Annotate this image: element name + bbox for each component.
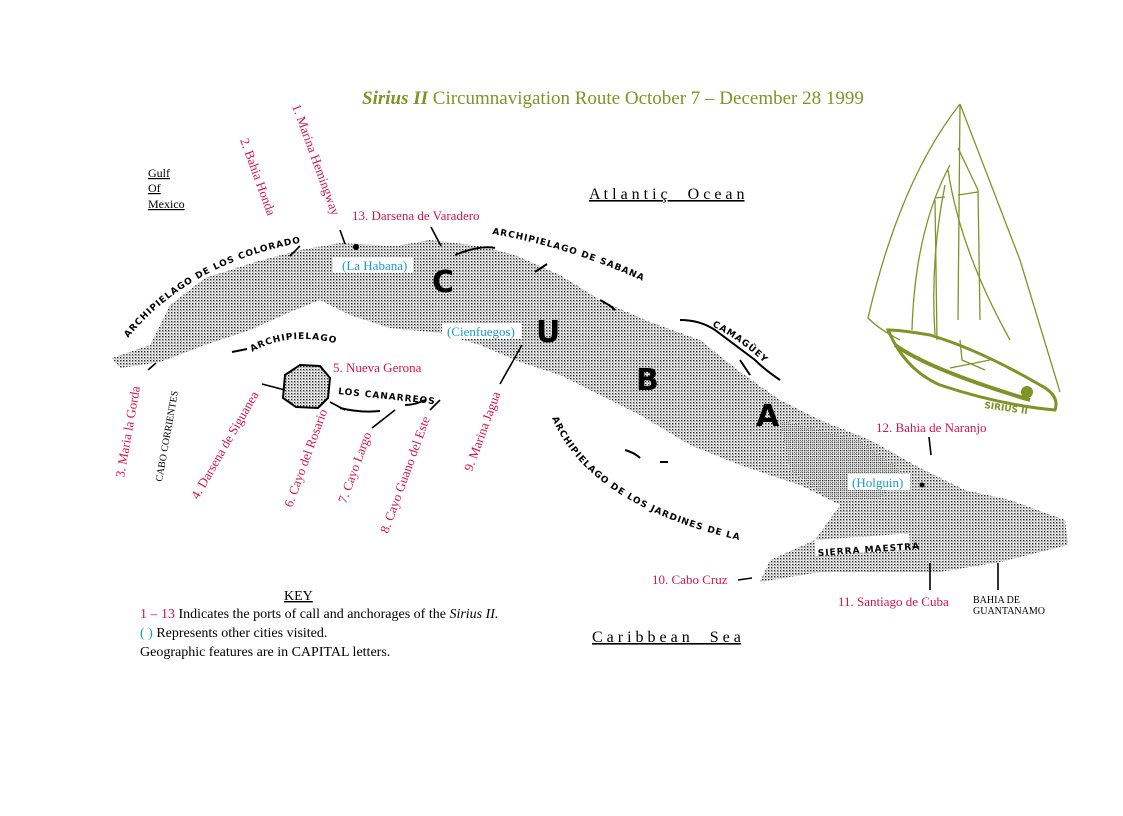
port-6: 6. Cayo del Rosario (281, 407, 330, 509)
port-13: 13. Darsena de Varadero (352, 208, 480, 223)
leader-lines (147, 226, 999, 590)
archipielago-canarreos-label: ARCHIPIELAGO (249, 332, 338, 355)
cuba-letter-c: C (432, 265, 454, 300)
svg-text:Gulf: Gulf (148, 166, 170, 180)
map-title: Sirius II Circumnavigation Route October… (362, 88, 864, 109)
port-10: 10. Cabo Cruz (652, 572, 728, 587)
gulf-of-mexico-label: Gulf Of Mexico (148, 166, 185, 211)
holguin-dot (919, 482, 925, 488)
guantanamo-label-line1: BAHIA DE (973, 595, 1020, 606)
caribbean-sea-label: C a r i b b e a n S e a (592, 629, 741, 646)
sirius-ii-sailboat-drawing: SIRIUS II (867, 103, 1061, 417)
la-habana-dot (353, 244, 359, 250)
port-9: 9. Marina Jagua (461, 389, 504, 473)
port-1: 1. Marina Hemingway (289, 102, 343, 218)
port-4: 4. Darsena de Siguanea (188, 388, 262, 501)
cays (231, 246, 781, 463)
key-line-features: Geographic features are in CAPITAL lette… (140, 645, 390, 660)
map-key: KEY 1 – 13 Indicates the ports of call a… (140, 589, 498, 660)
port-7: 7. Cayo Largo (335, 430, 375, 505)
port-12: 12. Bahia de Naranjo (876, 420, 986, 435)
svg-text:Mexico: Mexico (148, 197, 185, 211)
city-cienfuegos: (Cienfuegos) (447, 324, 515, 339)
cuba-letter-a: A (756, 399, 780, 434)
port-3: 3. Maria la Gorda (112, 385, 143, 479)
los-canarreos-label: LOS CANARREOS (338, 387, 436, 407)
key-heading: KEY (284, 589, 313, 604)
cuba-letter-b: B (636, 363, 659, 398)
cuba-island (112, 240, 1068, 582)
port-11: 11. Santiago de Cuba (838, 594, 949, 609)
city-la-habana: (La Habana) (342, 258, 407, 273)
port-5: 5. Nueva Gerona (333, 360, 422, 375)
cuba-letter-u: U (536, 315, 560, 350)
city-holguin: (Holguin) (852, 475, 903, 490)
key-line-cities: ( ) Represents other cities visited. (140, 626, 327, 641)
svg-text:Of: Of (148, 181, 161, 195)
atlantic-ocean-label: A t l a n t i ç O c e a n (589, 186, 745, 203)
isla-de-la-juventud (281, 363, 332, 410)
key-line-ports: 1 – 13 Indicates the ports of call and a… (140, 607, 498, 622)
boat-name: SIRIUS II (984, 401, 1029, 417)
port-8: 8. Cayo Guano del Este (377, 414, 433, 535)
guantanamo-label-line2: GUANTANAMO (973, 606, 1045, 617)
port-2: 2. Bahia Honda (237, 136, 279, 218)
cabo-corrientes-label: CABO CORRIENTES (154, 390, 181, 482)
